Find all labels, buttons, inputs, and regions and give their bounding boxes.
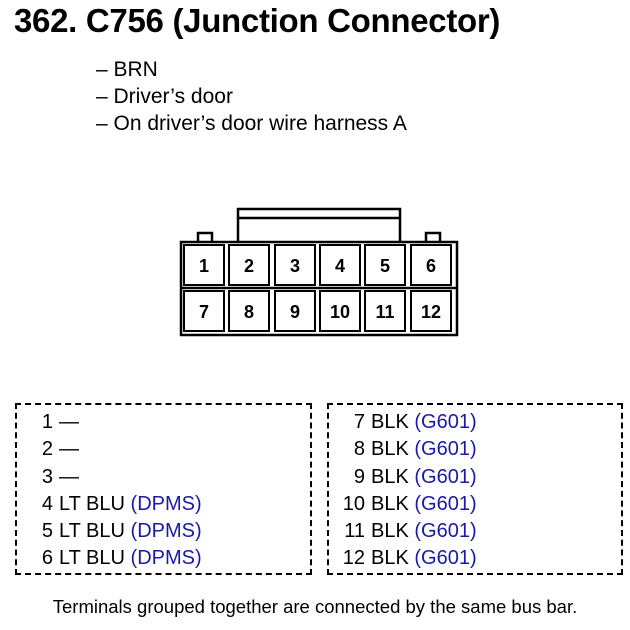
pin-row: 9 BLK (G601) xyxy=(329,464,621,491)
pin-number: 8 xyxy=(353,438,365,461)
wire-reference-link[interactable]: (G601) xyxy=(414,465,477,488)
pin-row: 10 BLK (G601) xyxy=(329,491,621,518)
pin-number: 6 xyxy=(41,547,53,570)
connector-pin-number: 8 xyxy=(244,302,254,322)
wire-color: BLK xyxy=(371,520,409,543)
connector-tab-right xyxy=(424,231,442,242)
connector-cavity xyxy=(319,290,361,332)
wire-color: BLK xyxy=(371,438,409,461)
wire-reference-link[interactable]: (DPMS) xyxy=(130,492,202,515)
pin-row: 11 BLK (G601) xyxy=(329,518,621,545)
pin-number: 10 xyxy=(342,492,365,515)
pin-number: 5 xyxy=(41,520,53,543)
wire-color: — xyxy=(59,465,79,488)
connector-cavity xyxy=(274,244,316,286)
wire-reference-link[interactable]: (G601) xyxy=(414,411,477,433)
connector-details: – BRN – Driver’s door – On driver’s door… xyxy=(96,56,407,137)
pin-number: 1 xyxy=(41,411,53,433)
pin-number: 9 xyxy=(353,465,365,488)
connector-pin-number: 6 xyxy=(426,256,436,276)
pin-row: 8 BLK (G601) xyxy=(329,436,621,463)
pin-row: 7 BLK (G601) xyxy=(329,409,621,436)
connector-pin-number: 12 xyxy=(421,302,441,322)
wire-color: LT BLU xyxy=(59,547,125,570)
connector-pin-number: 1 xyxy=(199,256,209,276)
connector-cavity xyxy=(364,290,406,332)
connector-pin-number: 4 xyxy=(335,256,345,276)
connector-pin-number: 3 xyxy=(290,256,300,276)
wire-color: BLK xyxy=(371,547,409,570)
connector-cavity xyxy=(364,244,406,286)
pin-number: 4 xyxy=(41,492,53,515)
wire-color: — xyxy=(59,411,79,433)
detail-harness: – On driver’s door wire harness A xyxy=(96,112,407,135)
wire-color: LT BLU xyxy=(59,492,125,515)
detail-color: – BRN xyxy=(96,58,158,81)
wire-color: BLK xyxy=(371,411,409,433)
connector-cavity xyxy=(228,290,270,332)
connector-pin-number: 2 xyxy=(244,256,254,276)
pin-number: 11 xyxy=(344,520,365,543)
wire-color: — xyxy=(59,438,79,461)
pin-number: 2 xyxy=(41,438,53,461)
connector-latch xyxy=(236,207,402,242)
connector-cavity xyxy=(274,290,316,332)
wire-reference-link[interactable]: (DPMS) xyxy=(130,520,202,543)
pin-row: 12 BLK (G601) xyxy=(329,545,621,572)
wire-reference-link[interactable]: (G601) xyxy=(414,438,477,461)
connector-pin-number: 5 xyxy=(380,256,390,276)
wire-reference-link[interactable]: (G601) xyxy=(414,492,477,515)
pin-row: 6 LT BLU (DPMS) xyxy=(17,545,310,572)
wire-reference-link[interactable]: (G601) xyxy=(414,547,477,570)
wire-reference-link[interactable]: (DPMS) xyxy=(130,547,202,570)
connector-cavity xyxy=(410,244,452,286)
connector-cavity xyxy=(183,244,225,286)
footer-note: Terminals grouped together are connected… xyxy=(52,596,578,617)
connector-cavity xyxy=(410,290,452,332)
wire-color: BLK xyxy=(371,492,409,515)
pin-number: 12 xyxy=(342,547,365,570)
pin-row: 1— xyxy=(17,409,310,436)
connector-pin-number: 10 xyxy=(330,302,350,322)
pin-row: 2— xyxy=(17,436,310,463)
pin-number: 7 xyxy=(353,411,365,433)
connector-pin-number: 9 xyxy=(290,302,300,322)
pin-row: 3— xyxy=(17,464,310,491)
detail-location: – Driver’s door xyxy=(96,85,233,108)
pin-number: 3 xyxy=(41,465,53,488)
connector-cavity xyxy=(183,290,225,332)
wire-reference-link[interactable]: (G601) xyxy=(414,520,477,543)
connector-pin-number: 7 xyxy=(199,302,209,322)
page-title: 362. C756 (Junction Connector) xyxy=(14,2,501,39)
pin-row: 5 LT BLU (DPMS) xyxy=(17,518,310,545)
connector-cavity xyxy=(319,244,361,286)
pin-row: 4 LT BLU (DPMS) xyxy=(17,491,310,518)
connector-tab-left xyxy=(196,231,214,242)
wire-color: LT BLU xyxy=(59,520,125,543)
connector-pin-number: 11 xyxy=(375,302,394,322)
connector-cavity xyxy=(228,244,270,286)
wire-color: BLK xyxy=(371,465,409,488)
